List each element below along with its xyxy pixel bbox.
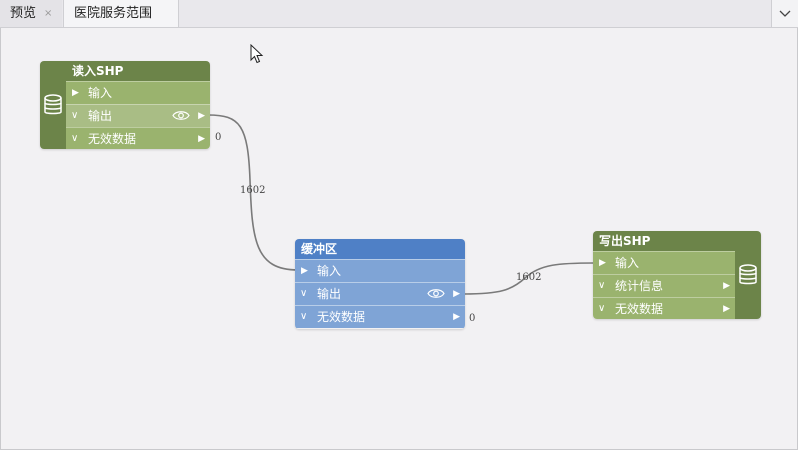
reader-invalid-label: 无效数据 [88,132,137,146]
buffer-invalid-port[interactable]: ∨ 无效数据 ▶ [295,305,465,328]
connection-label-1: 1602 [240,185,266,196]
reader-database-icon-panel [40,61,66,149]
reader-input-label: 输入 [88,86,113,100]
buffer-invalid-label: 无效数据 [317,310,366,324]
eye-icon[interactable] [427,288,445,299]
tab-bar: 预览 × 医院服务范围 [0,0,798,28]
reader-input-port[interactable]: ▶ 输入 [66,81,210,104]
buffer-title: 缓冲区 [295,239,465,259]
writer-input-port[interactable]: ▶ 输入 [593,251,735,274]
buffer-node[interactable]: 缓冲区 ▶ 输入 ∨ 输出 ▶ ∨ 无效数据 ▶ [295,239,465,329]
writer-title: 写出SHP [593,231,735,251]
reader-title: 读入SHP [66,61,210,81]
chevron-down-icon [779,10,791,17]
output-port-arrow-icon[interactable]: ▶ [198,111,205,121]
writer-input-label: 输入 [615,256,640,270]
database-icon [44,94,62,115]
expand-chevron-icon: ∨ [300,288,308,299]
tab-hospital-service-area-label: 医院服务范围 [74,6,153,21]
connection-label-2: 1602 [516,272,542,283]
input-arrow-icon: ▶ [599,258,606,268]
output-port-arrow-icon[interactable]: ▶ [723,281,730,291]
writer-stats-label: 统计信息 [615,279,664,293]
expand-chevron-icon: ∨ [300,311,308,322]
eye-icon[interactable] [172,110,190,121]
output-port-arrow-icon[interactable]: ▶ [453,312,460,322]
output-port-arrow-icon[interactable]: ▶ [453,289,460,299]
input-arrow-icon: ▶ [72,88,79,98]
reader-output-port[interactable]: ∨ 输出 ▶ [66,104,210,127]
output-port-arrow-icon[interactable]: ▶ [198,134,205,144]
writer-node[interactable]: 写出SHP ▶ 输入 ∨ 统计信息 ▶ ∨ 无效数据 ▶ [593,231,761,319]
expand-chevron-icon: ∨ [71,133,79,144]
tab-close-icon[interactable]: × [44,8,53,19]
buffer-output-port[interactable]: ∨ 输出 ▶ [295,282,465,305]
writer-invalid-port[interactable]: ∨ 无效数据 ▶ [593,297,735,319]
reader-output-label: 输出 [88,109,113,123]
database-icon [739,264,757,285]
reader-node[interactable]: 读入SHP ▶ 输入 ∨ 输出 ▶ ∨ 无效数据 ▶ [40,61,210,149]
reader-invalid-count: 0 [215,132,222,143]
writer-database-icon-panel [735,231,761,319]
output-port-arrow-icon[interactable]: ▶ [723,304,730,314]
buffer-output-label: 输出 [317,287,342,301]
buffer-input-port[interactable]: ▶ 输入 [295,259,465,282]
mouse-cursor-icon [250,44,264,64]
tab-preview-label: 预览 [10,6,37,21]
writer-stats-port[interactable]: ∨ 统计信息 ▶ [593,274,735,297]
input-arrow-icon: ▶ [301,266,308,276]
tab-preview[interactable]: 预览 × [0,0,62,27]
expand-chevron-icon: ∨ [71,110,79,121]
buffer-invalid-count: 0 [469,313,476,324]
expand-chevron-icon: ∨ [598,303,606,314]
writer-invalid-label: 无效数据 [615,302,664,316]
tab-list-button[interactable] [771,0,798,27]
buffer-input-label: 输入 [317,264,342,278]
expand-chevron-icon: ∨ [598,280,606,291]
reader-invalid-port[interactable]: ∨ 无效数据 ▶ [66,127,210,149]
tab-hospital-service-area[interactable]: 医院服务范围 [63,0,179,27]
